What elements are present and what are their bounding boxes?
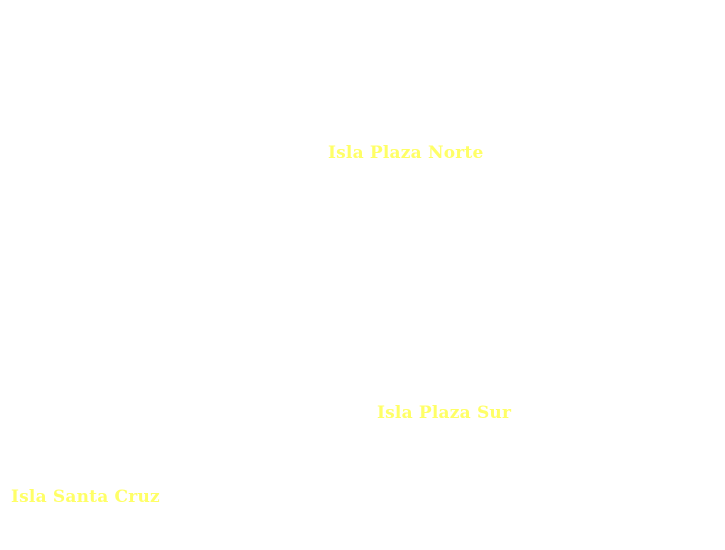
- island-label-plaza-norte: Isla Plaza Norte: [328, 143, 484, 163]
- island-label-plaza-sur: Isla Plaza Sur: [377, 403, 512, 423]
- island-label-santa-cruz: Isla Santa Cruz: [11, 487, 160, 507]
